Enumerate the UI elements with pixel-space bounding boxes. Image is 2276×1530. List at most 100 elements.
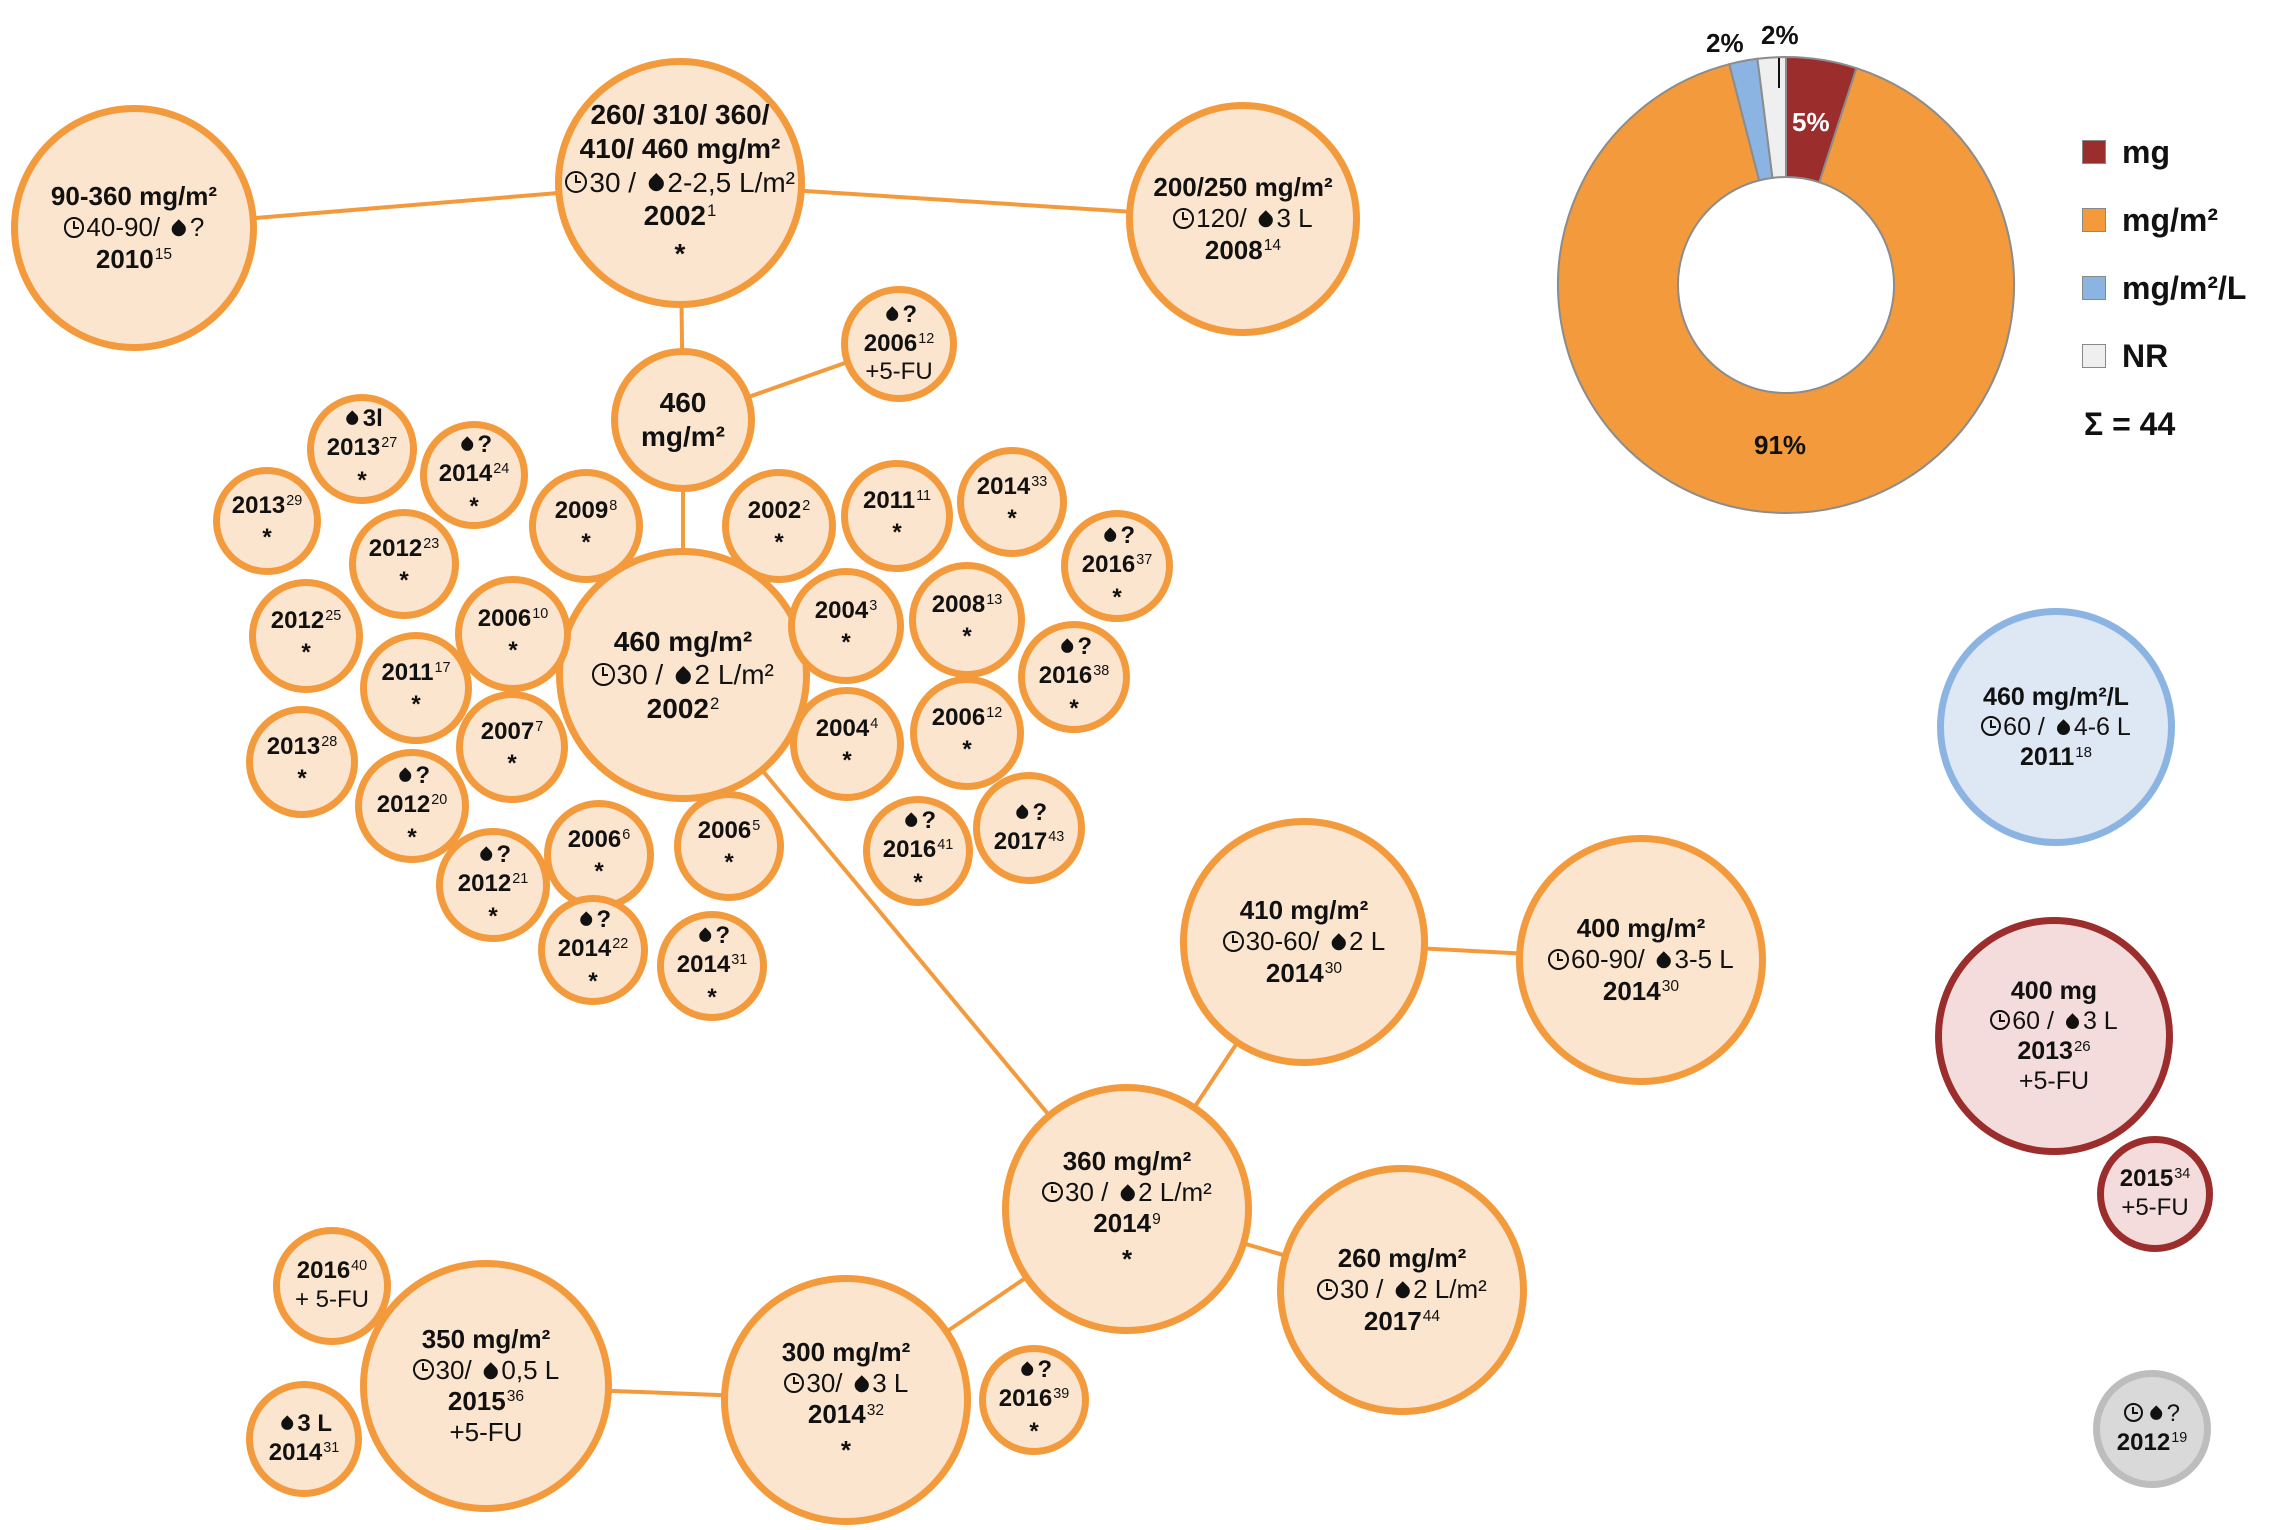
bubble-line: ? [1099,522,1135,551]
bubble-text: 410 mg/m² [1239,895,1369,926]
year-text: 2006 [931,703,986,731]
bubble-line: 20077 [481,718,543,747]
clock-icon [592,663,615,686]
bubble-content: 20066* [568,826,630,885]
bubble-text: 3 L [297,1410,333,1438]
bubble-b-2004-3: 20043* [788,568,904,684]
drop-icon [672,666,694,687]
year-text: 2014 [1093,1208,1152,1239]
asterisk-marker: * [1121,1244,1133,1275]
year-text: 2013 [266,732,321,760]
reference-number: 26 [2073,1037,2091,1055]
bubble-b-2006-12b: 200612* [910,676,1024,790]
year-text: 2011 [381,658,434,686]
bubble-line: 201743 [994,828,1064,857]
bubble-line: 20044 [816,715,878,744]
bubble-line: 201744 [1364,1306,1440,1337]
bubble-b-2016-41: ?201641* [863,796,973,906]
reference-number: 36 [506,1388,525,1406]
asterisk-marker: * [588,967,598,995]
bubble-b-2009-8: 20098* [529,469,643,583]
asterisk-marker: * [892,519,902,547]
drop-icon [1328,933,1348,953]
bubble-line: 40-90/ ? [63,212,204,243]
clock-icon [1990,1010,2011,1031]
bubble-content: ?201641* [883,807,953,895]
drop-icon [2147,1405,2166,1424]
pie-label-nr: 2% [1761,20,1799,50]
bubble-line: 20022 [647,692,720,726]
bubble-content: 20098* [555,497,617,556]
asterisk-marker: * [840,1435,852,1466]
bubble-text: 120/ [1196,203,1254,234]
bubble-line: mg/m² [641,420,725,454]
drop-icon [477,846,495,865]
bubble-line: 201327 [327,434,397,463]
bubble-line: ? [1056,633,1092,662]
bubble-content: 201223* [369,535,439,594]
bubble-line: 201422 [558,935,628,964]
bubble-line: 3 L [276,1410,332,1439]
asterisk-marker: * [411,691,421,719]
bubble-content: 201433* [977,473,1047,532]
asterisk-marker: * [841,629,851,657]
bubble-b-2002-2s: 20022* [722,469,836,583]
bubble-line: ? [881,301,917,330]
legend-swatch-nr [2082,344,2106,368]
asterisk-marker: * [1007,505,1017,533]
bubble-line: 201223 [369,535,439,564]
bubble-text: 260 mg/m² [1337,1243,1467,1274]
drop-icon [278,1415,296,1434]
reference-number: 31 [323,1440,340,1457]
bubble-line: 400 mg/m² [1577,913,1706,944]
bubble-line: 201219 [2117,1429,2187,1458]
bubble-line: 260/ 310/ 360/ [590,98,769,132]
bubble-line: 410 mg/m² [1240,895,1369,926]
asterisk-marker: * [357,466,367,494]
legend-label: mg/m² [2122,201,2218,238]
asterisk-marker: * [407,823,417,851]
bubble-b-2006-6: 20066* [544,800,654,910]
bubble-text: 2 L/m² [1413,1274,1487,1305]
legend-item-mgm2: mg/m² [2082,198,2246,242]
bubble-line: 460 [660,386,707,420]
bubble-text: 2 L/m² [1138,1177,1212,1208]
year-text: 2014 [1602,975,1661,1006]
year-text: 2006 [863,329,918,357]
year-text: 2016 [1038,662,1093,689]
bubble-text: 360 mg/m² [1062,1145,1192,1176]
year-text: 2017 [993,828,1048,855]
bubble-content: ?201639* [999,1356,1069,1444]
reference-number: 4 [870,715,879,732]
bubble-b-grey: ?201219 [2093,1370,2211,1488]
bubble-text: ? [715,922,731,950]
drop-icon [458,436,476,455]
bubble-line: ? [694,922,730,951]
year-text: 2012 [368,534,423,562]
asterisk-marker: * [1029,1417,1039,1445]
reference-number: 1 [706,200,717,220]
reference-number: 2 [709,693,720,713]
year-text: 2006 [477,604,532,632]
bubble-text: 90-360 mg/m² [50,181,218,212]
bubble-b-2016-39: ?201639* [979,1345,1089,1455]
legend-item-mg: mg [2082,130,2246,174]
drop-icon [902,812,920,831]
legend-item-mgm2l: mg/m²/L [2082,266,2246,310]
reference-number: 2 [802,497,811,514]
bubble-line: 201431 [269,1439,339,1468]
year-text: 2012 [2116,1429,2171,1456]
bubble-text: 3 L [2082,1007,2118,1035]
bubble-content: ?201221* [458,841,528,929]
bubble-content: 20044* [816,715,878,774]
bubble-text: 30 / [616,659,671,691]
drop-icon [1654,951,1674,971]
legend-total-label: Σ = 44 [2084,405,2176,442]
bubble-line: 201328 [267,733,337,762]
bubble-line: ? [575,906,611,935]
